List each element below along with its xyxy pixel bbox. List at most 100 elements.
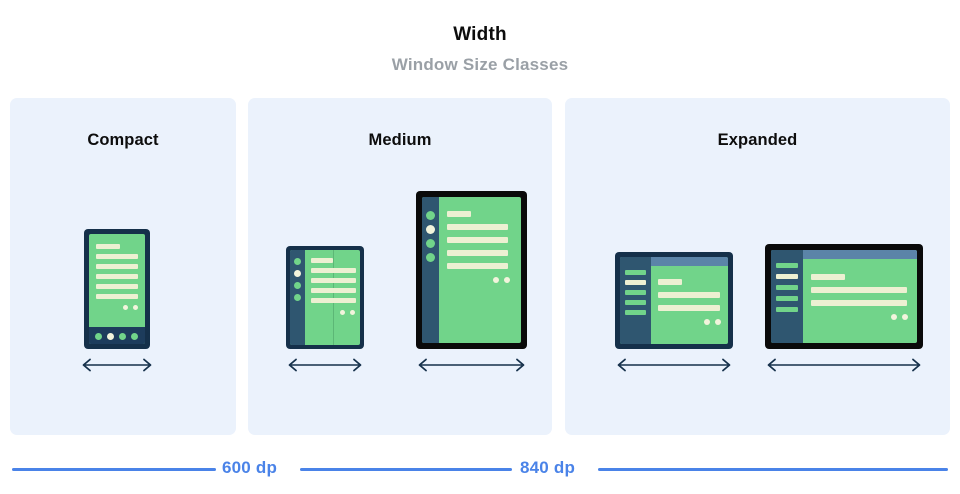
foldable-screen bbox=[290, 250, 360, 345]
content-line bbox=[658, 279, 682, 285]
nav-item[interactable] bbox=[625, 300, 646, 305]
width-arrow-medium-tablet bbox=[416, 356, 527, 374]
size-class-panels: Compact bbox=[10, 98, 950, 435]
double-headed-arrow-icon bbox=[767, 358, 921, 372]
content-line bbox=[658, 305, 720, 311]
nav-item-selected[interactable] bbox=[625, 280, 646, 285]
nav-item[interactable] bbox=[294, 258, 301, 265]
nav-item[interactable] bbox=[625, 270, 646, 275]
action-dot bbox=[704, 319, 710, 325]
nav-item[interactable] bbox=[776, 296, 798, 301]
width-arrow-expanded-small bbox=[615, 356, 733, 374]
dp-breakpoint-scale: 600 dp 840 dp bbox=[0, 455, 960, 485]
double-headed-arrow-icon bbox=[82, 358, 152, 372]
app-top-bar bbox=[620, 257, 728, 266]
panel-label-compact: Compact bbox=[87, 131, 159, 149]
nav-item-selected[interactable] bbox=[107, 332, 114, 340]
nav-item[interactable] bbox=[426, 211, 435, 220]
content-line bbox=[96, 264, 138, 269]
panel-label-expanded: Expanded bbox=[717, 131, 798, 149]
large-tablet-screen bbox=[771, 250, 917, 343]
nav-item[interactable] bbox=[776, 285, 798, 290]
nav-item[interactable] bbox=[95, 332, 102, 340]
content-line bbox=[447, 237, 508, 243]
scale-segment-middle bbox=[300, 468, 512, 472]
action-dot bbox=[902, 314, 908, 320]
tablet-nav-rail bbox=[422, 197, 439, 343]
content-line bbox=[311, 278, 356, 283]
width-arrow-compact bbox=[80, 356, 154, 374]
nav-item-selected[interactable] bbox=[776, 274, 798, 279]
breakpoint-label-840: 840 dp bbox=[520, 458, 576, 477]
scale-segment-right bbox=[598, 468, 948, 472]
content-line bbox=[96, 284, 138, 289]
tablet-screen bbox=[422, 197, 521, 343]
scale-segment-left bbox=[12, 468, 216, 472]
device-expanded-large bbox=[765, 244, 923, 349]
content-line bbox=[447, 224, 508, 230]
action-dot bbox=[340, 310, 345, 315]
device-compact-phone bbox=[84, 229, 150, 349]
content-line bbox=[96, 274, 138, 279]
nav-item[interactable] bbox=[426, 253, 435, 262]
nav-item[interactable] bbox=[131, 332, 138, 340]
content-line bbox=[311, 288, 356, 293]
content-line bbox=[96, 244, 120, 249]
action-dot bbox=[504, 277, 510, 283]
panel-label-medium: Medium bbox=[368, 131, 432, 149]
laptop-sidebar bbox=[620, 257, 651, 344]
device-medium-foldable bbox=[286, 246, 364, 349]
nav-item[interactable] bbox=[294, 282, 301, 289]
fold-line bbox=[333, 250, 334, 345]
content-line bbox=[811, 287, 907, 293]
panel-medium: Medium bbox=[248, 98, 552, 435]
action-dot bbox=[133, 305, 138, 310]
action-dot bbox=[715, 319, 721, 325]
content-line bbox=[811, 274, 845, 280]
width-arrow-expanded-large bbox=[765, 356, 923, 374]
phone-bottom-nav bbox=[89, 327, 145, 344]
foldable-nav-rail bbox=[290, 250, 305, 345]
nav-item[interactable] bbox=[625, 290, 646, 295]
large-tablet-sidebar bbox=[771, 250, 803, 343]
nav-item[interactable] bbox=[119, 332, 126, 340]
laptop-screen bbox=[620, 257, 728, 344]
medium-stage bbox=[248, 98, 552, 435]
compact-stage bbox=[10, 98, 236, 435]
device-expanded-small bbox=[615, 252, 733, 349]
content-line bbox=[311, 268, 356, 273]
page-subtitle: Window Size Classes bbox=[391, 55, 569, 74]
width-arrow-medium-foldable bbox=[286, 356, 364, 374]
action-dot bbox=[493, 277, 499, 283]
nav-item[interactable] bbox=[776, 263, 798, 268]
nav-item[interactable] bbox=[426, 239, 435, 248]
content-line bbox=[311, 298, 356, 303]
action-dot bbox=[123, 305, 128, 310]
content-line bbox=[447, 263, 508, 269]
content-line bbox=[96, 254, 138, 259]
header: Width Window Size Classes bbox=[0, 0, 960, 75]
panel-compact: Compact bbox=[10, 98, 236, 435]
device-medium-tablet bbox=[416, 191, 527, 349]
nav-item-selected[interactable] bbox=[294, 270, 301, 277]
panel-expanded: Expanded bbox=[565, 98, 950, 435]
nav-item[interactable] bbox=[294, 294, 301, 301]
double-headed-arrow-icon bbox=[418, 358, 525, 372]
double-headed-arrow-icon bbox=[617, 358, 731, 372]
content-line bbox=[811, 300, 907, 306]
expanded-stage bbox=[565, 98, 950, 435]
action-dot bbox=[350, 310, 355, 315]
content-line bbox=[96, 294, 138, 299]
nav-item-selected[interactable] bbox=[426, 225, 435, 234]
phone-screen bbox=[89, 234, 145, 344]
content-line bbox=[447, 211, 471, 217]
page-title: Width bbox=[453, 24, 507, 45]
content-line bbox=[658, 292, 720, 298]
nav-item[interactable] bbox=[776, 307, 798, 312]
content-line bbox=[311, 258, 333, 263]
nav-item[interactable] bbox=[625, 310, 646, 315]
app-top-bar bbox=[771, 250, 917, 259]
breakpoint-label-600: 600 dp bbox=[222, 458, 278, 477]
double-headed-arrow-icon bbox=[288, 358, 362, 372]
